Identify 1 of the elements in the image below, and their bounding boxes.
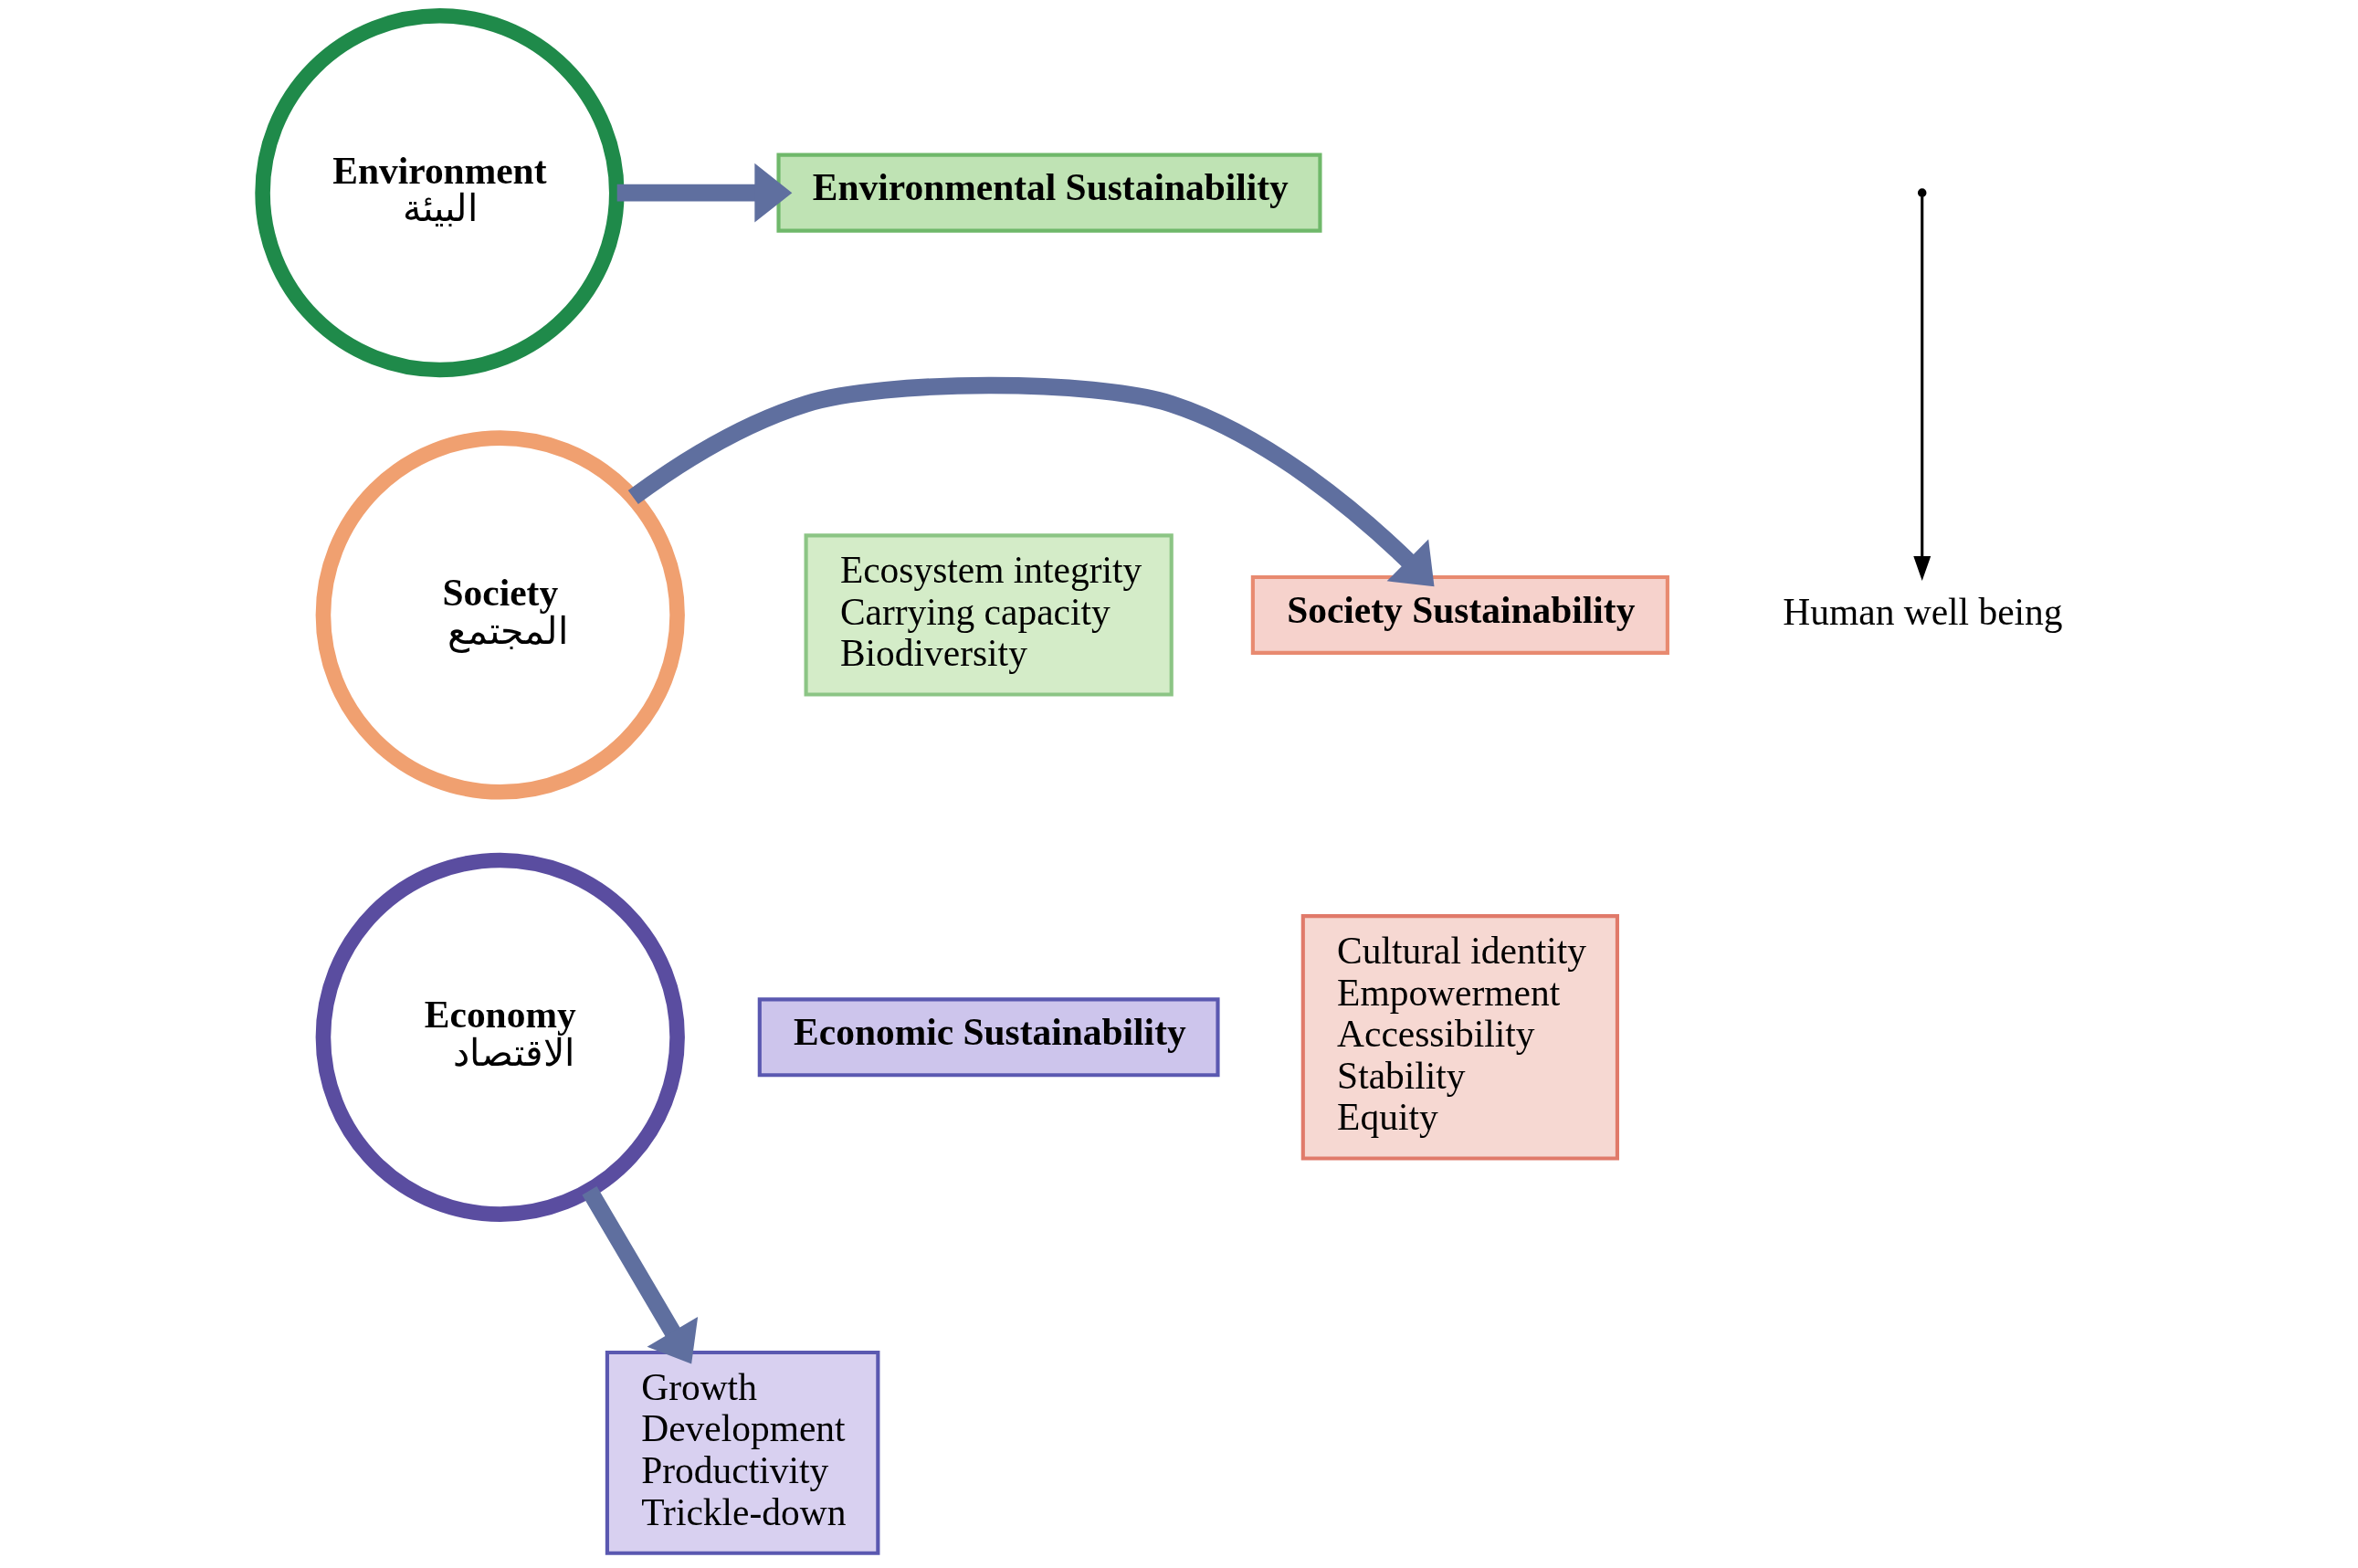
node-text: Human well being	[1783, 590, 2063, 633]
